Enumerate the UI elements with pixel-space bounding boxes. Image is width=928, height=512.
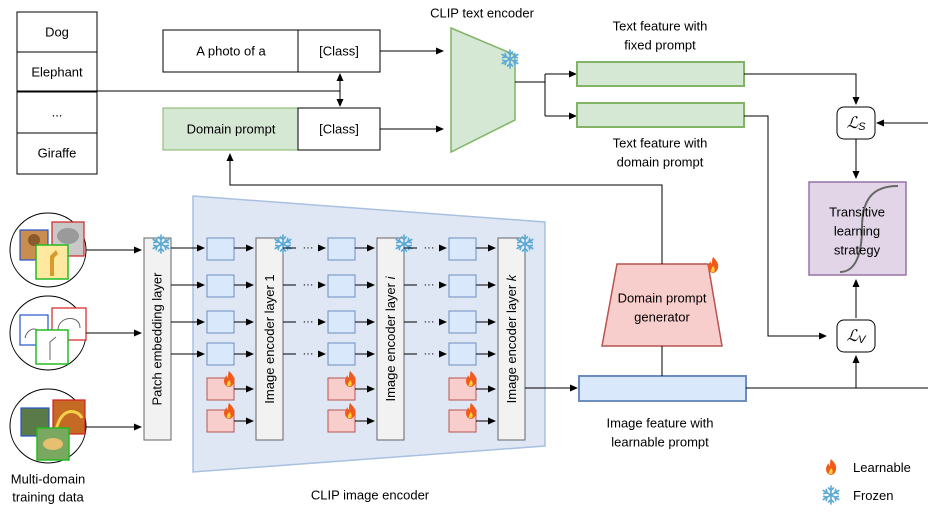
class-item-giraffe: Giraffe (38, 146, 77, 161)
patch-embedding-label: Patch embedding layer (150, 272, 165, 406)
fixed-prompt-text: A photo of a (196, 44, 266, 59)
text-feature-fixed-bar (576, 61, 745, 87)
class-item-elephant: Elephant (31, 65, 83, 80)
token-column-3 (448, 237, 496, 433)
text-feature-fixed-label-1: Text feature with (613, 19, 708, 34)
transitive-label-2: learning (834, 224, 880, 239)
loss-s-label: ℒS (847, 115, 867, 134)
dpg-label-2: generator (634, 310, 690, 325)
training-image-group-2 (9, 295, 87, 371)
dots-1: ··· ··· ··· ··· (283, 242, 326, 360)
image-feature-label-1: Image feature with (607, 416, 714, 431)
svg-text:···: ··· (303, 279, 314, 291)
image-encoder-layer-i-label: Image encoder layer i (383, 275, 398, 401)
patch-embedding-layer (143, 237, 172, 441)
legend-snowflake-icon (822, 485, 840, 505)
class-item-ellipsis: ... (52, 105, 63, 120)
image-encoder-background (192, 195, 546, 473)
dpg-to-domain-prompt-arrow (226, 153, 663, 264)
text-encoder-label: CLIP text encoder (430, 6, 534, 21)
text-feature-domain-bar (576, 102, 745, 128)
transitive-curve (839, 185, 899, 273)
domain-prompt-text: Domain prompt (187, 122, 276, 137)
svg-text:···: ··· (424, 242, 435, 254)
text-feature-fixed-label-2: fixed prompt (624, 38, 696, 53)
loss-v-label: ℒV (847, 328, 868, 347)
image-encoder-label: CLIP image encoder (311, 488, 430, 503)
text-feature-domain-label-2: domain prompt (617, 155, 704, 170)
dots-2: ··· ··· ··· ··· (404, 242, 447, 360)
legend-learnable: Learnable (853, 460, 911, 475)
image-encoder-layer-1-label: Image encoder layer 1 (262, 274, 277, 403)
class-item-dog: Dog (45, 25, 69, 40)
svg-text:···: ··· (303, 242, 314, 254)
image-encoder-layer-1 (255, 237, 284, 441)
token-column-2 (327, 237, 375, 433)
training-image-group-3 (9, 388, 87, 464)
legend-frozen: Frozen (853, 488, 893, 503)
svg-text:···: ··· (303, 348, 314, 360)
legend-flame-icon (826, 459, 837, 475)
legend: Learnable Frozen (822, 459, 911, 505)
fixed-prompt-class: [Class] (319, 44, 359, 59)
training-data-label-2: training data (12, 490, 84, 505)
dpg-label-1: Domain prompt (618, 291, 707, 306)
svg-text:···: ··· (424, 279, 435, 291)
svg-text:···: ··· (424, 348, 435, 360)
token-column-1 (171, 237, 254, 433)
class-list: Dog Elephant ... Giraffe (16, 11, 98, 175)
loss-v-box (836, 319, 876, 353)
image-encoder-layer-k-label: Image encoder layer k (504, 273, 519, 403)
text-feature-domain-label-1: Text feature with (613, 136, 708, 151)
image-encoder-layer-i (376, 237, 405, 441)
fixed-prompt-box: A photo of a [Class] (162, 29, 381, 73)
class-list-frame (16, 11, 98, 175)
svg-text:···: ··· (303, 316, 314, 328)
image-encoder-layer-k (497, 237, 526, 441)
image-feature-label-2: learnable prompt (611, 435, 709, 450)
transitive-label-1: Transitive (829, 205, 885, 220)
image-feature-bar (578, 375, 747, 402)
training-image-group-1 (9, 212, 87, 288)
transitive-label-3: strategy (834, 243, 881, 258)
domain-prompt-generator (601, 263, 723, 347)
domain-prompt-class: [Class] (319, 122, 359, 137)
svg-text:···: ··· (424, 316, 435, 328)
dpg-learnable-icon (708, 257, 719, 273)
text-encoder-trapezoid (450, 26, 516, 154)
training-data-label-1: Multi-domain (11, 472, 85, 487)
domain-prompt-box: Domain prompt [Class] (162, 107, 381, 151)
